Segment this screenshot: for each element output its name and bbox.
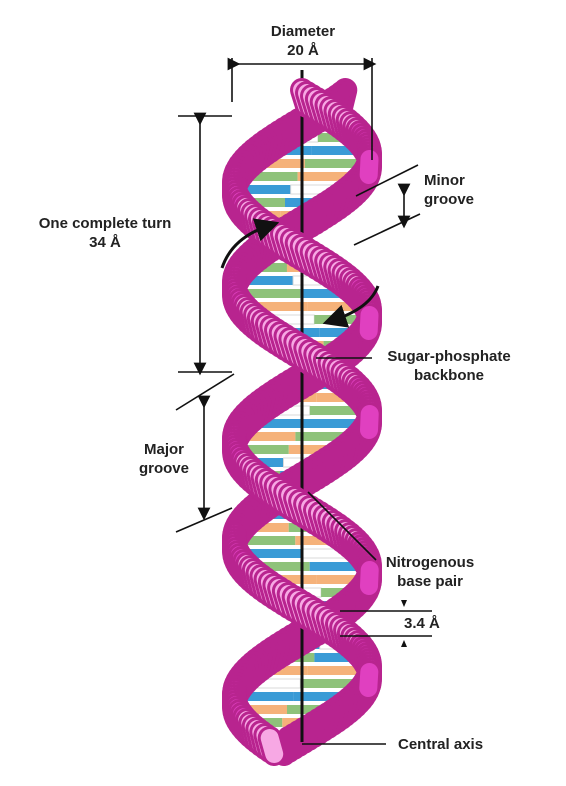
base-pair-half (236, 289, 301, 298)
base-pair-half (241, 198, 285, 207)
strand-b-segment (359, 306, 379, 340)
base-pair-half (236, 445, 289, 454)
strand-b-segment (360, 561, 379, 595)
rise-label-text: 3.4 Å (404, 615, 440, 632)
base-pair-half (316, 575, 367, 584)
base-pair-label-line2: base pair (397, 573, 463, 590)
central-axis-label-text: Central axis (398, 736, 484, 753)
base-pair-half (304, 159, 369, 168)
base-pair-label-line1: Nitrogenous (385, 554, 475, 571)
base-pair-half (234, 692, 294, 701)
backbone-label-line1: Sugar-phosphate (387, 348, 511, 365)
base-pair-half (234, 172, 298, 181)
strand-a-segment (359, 150, 379, 184)
minor-groove-label-line1: Minor (424, 172, 465, 189)
rise-arrow-top-icon (401, 600, 407, 607)
base-pair-half (309, 562, 370, 571)
base-pair-half (238, 419, 303, 428)
base-pair-half (295, 432, 357, 441)
backbone-label: Sugar-phosphate backbone (374, 347, 524, 385)
backbone-label-line2: backbone (413, 367, 485, 384)
base-pair-half (241, 159, 305, 168)
base-pair-half (293, 692, 353, 701)
base-pair-half (238, 705, 287, 714)
minor-groove-label: Minor groove (424, 171, 474, 209)
base-pair-half (234, 276, 294, 285)
base-pair-half (307, 666, 370, 675)
base-pair-leader-line (307, 491, 377, 561)
turn-label-line2: 34 Å (89, 234, 121, 251)
base-pair-half (309, 406, 370, 415)
strand-a-segment (359, 663, 379, 697)
strand-a-segment (360, 405, 379, 439)
turn-label-line1: One complete turn (38, 215, 172, 232)
rise-dimension (340, 610, 432, 637)
base-pair-half (265, 575, 317, 584)
diameter-label-line2: 20 Å (287, 42, 319, 59)
base-pair-half (287, 705, 336, 714)
base-pair-half (319, 328, 361, 337)
major-groove-label-line2: groove (138, 460, 189, 477)
turn-label: One complete turn 34 Å (14, 214, 196, 252)
rise-label: 3.4 Å (404, 614, 440, 633)
base-pair-half (314, 653, 369, 662)
base-pair-half (234, 536, 296, 545)
base-pair-half (235, 185, 291, 194)
diameter-dimension (227, 57, 377, 160)
base-pair-half (234, 432, 296, 441)
diameter-label: Diameter 20 Å (248, 22, 358, 60)
rotation-arrow-left (220, 218, 280, 269)
base-pair-half (311, 146, 370, 155)
major-groove-label: Major groove (124, 440, 204, 478)
base-pair-half (300, 289, 365, 298)
base-pair-label: Nitrogenous base pair (368, 553, 492, 591)
turn-dimension (178, 112, 232, 376)
diameter-label-line1: Diameter (270, 23, 336, 40)
major-groove-label-line1: Major (143, 441, 184, 458)
strand-b-segment (260, 729, 284, 763)
base-pair-half (249, 562, 310, 571)
base-pair-half (236, 523, 289, 532)
minor-groove-dimension (353, 164, 421, 246)
central-axis-label: Central axis (398, 735, 483, 754)
minor-groove-label-line2: groove (424, 191, 475, 208)
major-groove-dimension (175, 373, 235, 533)
base-pair-half (245, 458, 284, 467)
base-pair-half (238, 549, 303, 558)
base-pair-half (288, 445, 342, 454)
base-pair-half (302, 419, 367, 428)
base-pair-half (245, 302, 308, 311)
rise-arrow-bottom-icon (401, 640, 407, 647)
base-pair-half (297, 172, 361, 181)
rotation-arrow-right (322, 285, 380, 328)
base-pair-half (300, 679, 365, 688)
